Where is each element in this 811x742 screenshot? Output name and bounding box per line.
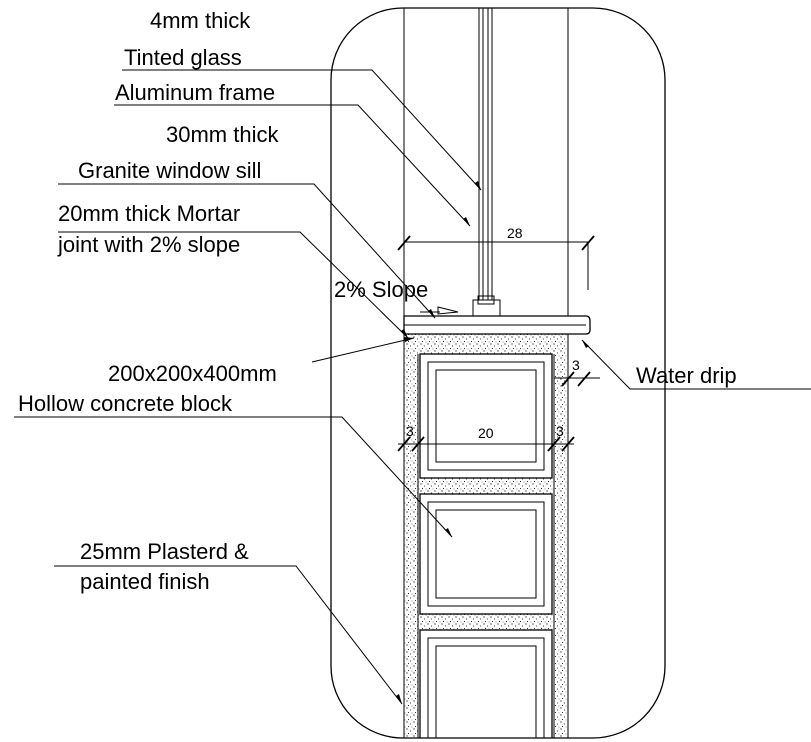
concrete-block-3 bbox=[419, 629, 553, 738]
leader-lines bbox=[14, 69, 811, 705]
concrete-block-2 bbox=[419, 493, 553, 615]
dimension-side-text: 3 bbox=[572, 357, 580, 373]
detail-content bbox=[403, 8, 591, 738]
label-block-line1: 200x200x400mm bbox=[108, 361, 277, 386]
label-glass-thickness: 4mm thick bbox=[150, 8, 251, 33]
label-granite-sill: Granite window sill bbox=[78, 158, 261, 183]
label-mortar-line2: joint with 2% slope bbox=[57, 232, 240, 257]
label-plaster-line2: painted finish bbox=[80, 569, 210, 594]
mortar-joint bbox=[418, 334, 554, 354]
plaster-left bbox=[404, 334, 418, 738]
dimension-sill-width-text: 28 bbox=[507, 225, 523, 241]
detail-boundary bbox=[330, 7, 666, 739]
label-tinted-glass: Tinted glass bbox=[124, 45, 242, 70]
granite-sill bbox=[403, 315, 591, 335]
plaster-right bbox=[554, 334, 568, 738]
label-mortar-line1: 20mm thick Mortar bbox=[58, 201, 240, 226]
label-slope: 2% Slope bbox=[334, 277, 428, 302]
dimension-plaster-right-text: 3 bbox=[556, 423, 564, 439]
label-block-line2: Hollow concrete block bbox=[18, 391, 233, 416]
label-aluminum-frame: Aluminum frame bbox=[115, 80, 275, 105]
label-sill-thickness: 30mm thick bbox=[166, 122, 279, 147]
dimension-block-width: 20 3 3 bbox=[397, 423, 575, 452]
dimension-block-width-text: 20 bbox=[478, 425, 494, 441]
dimension-sill-width: 28 bbox=[397, 225, 595, 290]
label-water-drip: Water drip bbox=[636, 363, 737, 388]
dimension-plaster-left-text: 3 bbox=[406, 423, 414, 439]
label-plaster-line1: 25mm Plasterd & bbox=[80, 539, 249, 564]
dimension-side: 3 bbox=[554, 357, 600, 387]
concrete-block-1 bbox=[419, 353, 553, 479]
